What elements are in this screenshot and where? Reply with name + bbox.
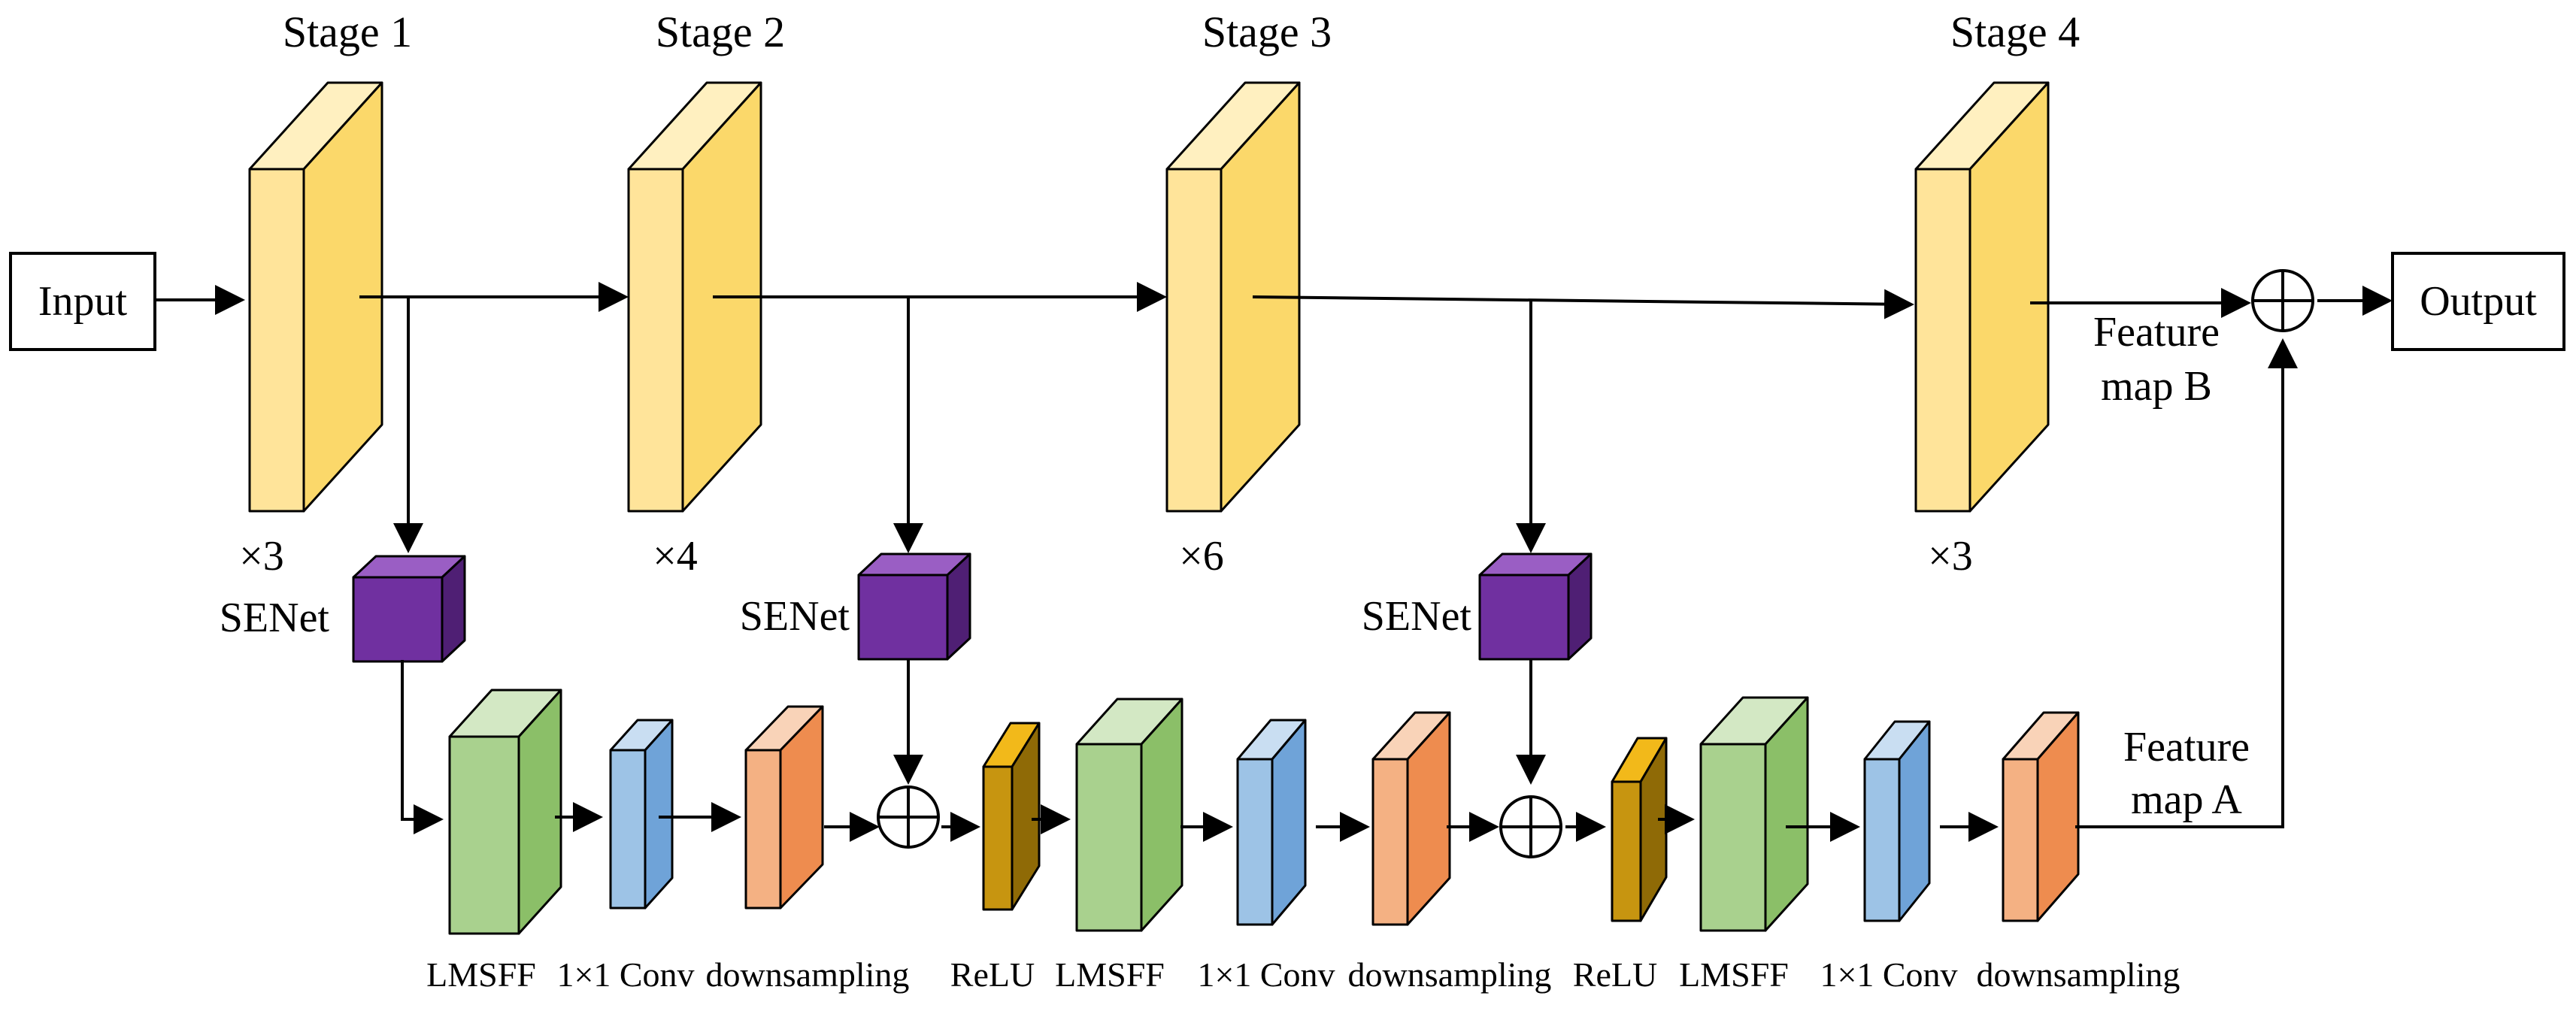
senet-block-3	[1478, 552, 1593, 661]
output-box: Output	[2391, 252, 2565, 351]
stage-1-repeat: ×3	[239, 533, 284, 580]
label-conv-3: 1×1 Conv	[1820, 955, 1957, 994]
bottom-labels: LMSFF 1×1 Conv downsampling ReLU LMSFF 1…	[426, 955, 2180, 994]
bottom-blocks	[448, 689, 2080, 935]
label-down-1: downsampling	[706, 955, 910, 994]
label-down-3: downsampling	[1977, 955, 2181, 994]
lmsff-block-2	[1075, 698, 1183, 932]
output-label: Output	[2420, 278, 2537, 325]
lmsff-block-1	[448, 689, 562, 935]
stage-blocks	[248, 81, 2050, 513]
label-conv-1: 1×1 Conv	[556, 955, 694, 994]
main-flow-arrows	[155, 282, 2393, 319]
add-node-2	[1499, 795, 1562, 858]
down-block-1	[744, 705, 824, 910]
stage-1-title: Stage 1	[283, 8, 412, 56]
senet-label-2: SENet	[740, 593, 850, 640]
label-lmsff-3: LMSFF	[1679, 955, 1789, 994]
label-relu-1: ReLU	[950, 955, 1035, 994]
label-conv-2: 1×1 Conv	[1197, 955, 1335, 994]
senet-output-arrows	[401, 660, 1546, 834]
input-label: Input	[38, 278, 128, 325]
stage-3-repeat: ×6	[1179, 533, 1224, 580]
label-lmsff-1: LMSFF	[426, 955, 536, 994]
bottom-flow-arrows	[555, 338, 2298, 842]
feature-map-b-line2: map B	[2101, 363, 2212, 410]
label-lmsff-2: LMSFF	[1055, 955, 1165, 994]
senet-label-3: SENet	[1362, 593, 1472, 640]
senet-label-1: SENet	[220, 595, 330, 641]
stage-4-repeat: ×3	[1928, 533, 1973, 580]
senet-block-2	[857, 552, 971, 661]
conv-block-3	[1863, 720, 1931, 922]
down-block-2	[1371, 711, 1451, 926]
stage-2-title: Stage 2	[656, 8, 785, 56]
relu-block-2	[1611, 737, 1668, 922]
stage-4-title: Stage 4	[1950, 8, 2080, 56]
add-node-final	[2251, 269, 2314, 332]
label-relu-2: ReLU	[1573, 955, 1657, 994]
senet-branch-arrows	[393, 297, 1546, 553]
down-block-3	[2002, 711, 2080, 922]
input-box: Input	[9, 252, 156, 351]
senet-block-1	[352, 555, 466, 663]
relu-block-1	[982, 722, 1041, 911]
stage-4-block	[1914, 81, 2050, 513]
feature-map-b-line1: Feature	[2093, 309, 2220, 356]
feature-map-a-line1: Feature	[2123, 724, 2250, 770]
lmsff-block-3	[1699, 696, 1809, 932]
add-node-1	[877, 785, 940, 849]
senet-blocks	[352, 552, 1593, 663]
feature-map-a-line2: map A	[2131, 776, 2242, 823]
label-down-2: downsampling	[1348, 955, 1552, 994]
conv-block-1	[609, 719, 674, 910]
stage-2-repeat: ×4	[653, 533, 698, 580]
stage-3-title: Stage 3	[1202, 8, 1332, 56]
conv-block-2	[1236, 719, 1307, 926]
stage-1-block	[248, 81, 383, 513]
